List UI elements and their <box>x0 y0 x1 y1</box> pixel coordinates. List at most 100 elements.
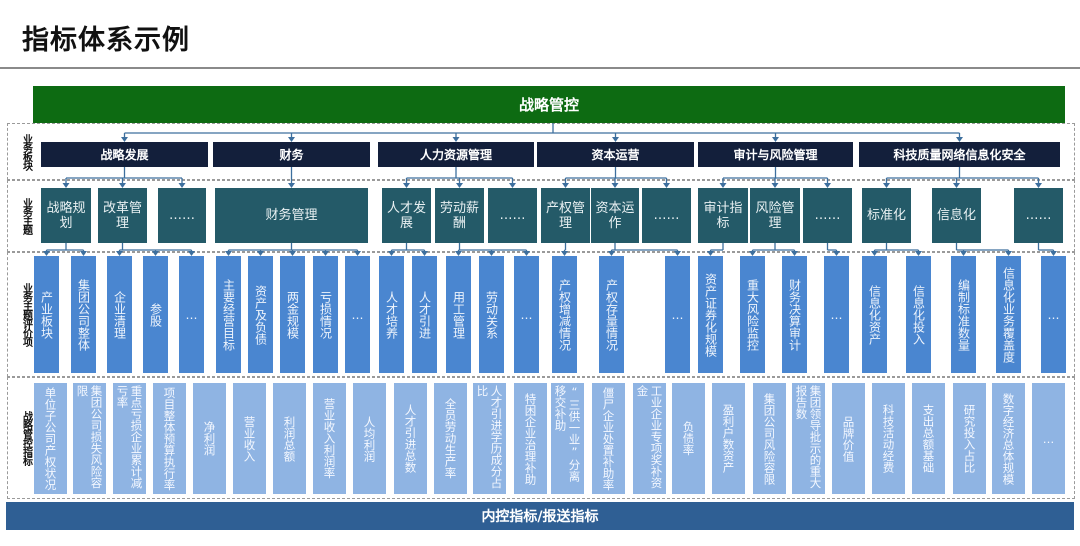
arrow-icon <box>288 137 295 142</box>
arrow-icon <box>62 183 70 188</box>
arrow-icon <box>257 251 264 256</box>
indicator-box: 品牌价值 <box>832 383 865 494</box>
evaluation-item: … <box>345 256 370 373</box>
arrow-icon <box>674 251 681 256</box>
theme-box: 财务管理 <box>215 188 368 243</box>
evaluation-item: 产权存量情况 <box>599 256 624 373</box>
theme-box: 信息化 <box>932 188 981 243</box>
arrow-icon <box>663 183 670 188</box>
arrow-icon <box>953 183 960 188</box>
indicator-box: 净利润 <box>193 383 226 494</box>
arrow-icon <box>188 251 195 256</box>
arrow-icon <box>611 183 619 188</box>
indicator-box: 盈利户数资产 <box>712 383 745 494</box>
evaluation-item: … <box>179 256 204 373</box>
row-frame-indicators <box>7 377 1075 499</box>
strategic-control-bar: 战略管控 <box>33 86 1065 123</box>
arrow-icon <box>488 251 495 256</box>
evaluation-item: 亏损情况 <box>313 256 338 373</box>
theme-box: 人才发展 <box>382 188 431 243</box>
theme-box: …… <box>1014 188 1063 243</box>
arrow-icon <box>116 251 123 256</box>
arrow-icon <box>1005 251 1012 256</box>
indicator-box: 僵尸企业处置补助率 <box>592 383 625 494</box>
evaluation-item: … <box>824 256 849 373</box>
arrow-icon <box>456 183 463 188</box>
evaluation-item: 信息化投入 <box>906 256 931 373</box>
theme-box: 产权管理 <box>541 188 590 243</box>
evaluation-item: 人才引进 <box>412 256 437 373</box>
arrow-icon <box>455 251 462 256</box>
arrow-icon <box>791 251 798 256</box>
arrow-icon <box>608 251 615 256</box>
indicator-box: 人才引进学历成分占比 <box>473 383 506 494</box>
indicator-box: … <box>1032 383 1065 494</box>
indicator-box: 数字经济总体规模 <box>992 383 1025 494</box>
arrow-icon <box>562 183 569 188</box>
arrow-icon <box>824 183 831 188</box>
theme-box: …… <box>642 188 691 243</box>
sector-box: 审计与风险管理 <box>698 142 853 167</box>
arrow-icon <box>612 137 619 142</box>
arrow-icon <box>152 251 159 256</box>
indicator-box: 集团公司风险容限 <box>753 383 786 494</box>
evaluation-item: 编制标准数量 <box>951 256 976 373</box>
evaluation-item: 用工管理 <box>446 256 471 373</box>
indicator-box: 重点亏损企业累计减亏率 <box>113 383 146 494</box>
arrow-icon <box>452 137 460 142</box>
row-label-indicators: 战略管控指标 <box>20 411 32 465</box>
arrow-icon <box>225 251 232 256</box>
arrow-icon <box>289 251 296 256</box>
indicator-box: 营业收入利润率 <box>313 383 346 494</box>
theme-box: 劳动薪酬 <box>435 188 484 243</box>
indicator-box: 支出总额基础 <box>912 383 945 494</box>
sector-box: 战略发展 <box>41 142 208 167</box>
evaluation-item: 资产及负债 <box>248 256 273 373</box>
page-title: 指标体系示例 <box>22 25 190 56</box>
evaluation-item: … <box>665 256 690 373</box>
arrow-icon <box>960 251 967 256</box>
indicator-box: 利润总额 <box>273 383 306 494</box>
evaluation-item: 参股 <box>143 256 168 373</box>
indicator-box: 项目整体预算执行率 <box>153 383 186 494</box>
arrow-icon <box>883 183 890 188</box>
theme-box: 改革管理 <box>98 188 147 243</box>
row-frame-evaluation <box>7 252 1075 377</box>
evaluation-item: 企业清理 <box>107 256 132 373</box>
evaluation-item: 人才培养 <box>379 256 404 373</box>
row-label-sectors: 业务板块 <box>20 133 32 170</box>
indicator-box: 研究投入占比 <box>953 383 986 494</box>
sector-box: 科技质量网络信息化安全 <box>859 142 1060 167</box>
arrow-icon <box>1035 183 1042 188</box>
arrow-icon <box>915 251 922 256</box>
arrow-icon <box>354 251 361 256</box>
row-frame-sectors <box>7 123 1075 180</box>
evaluation-item: 产权增减情况 <box>552 256 577 373</box>
indicator-box: 人均利润 <box>353 383 386 494</box>
arrow-icon <box>288 183 295 188</box>
evaluation-item: 信息化资产 <box>862 256 887 373</box>
arrow-icon <box>403 183 410 188</box>
indicator-box: 负债率 <box>672 383 705 494</box>
arrow-icon <box>561 251 568 256</box>
indicator-box: 集团公司损失风险容限 <box>73 383 106 494</box>
theme-box: 风险管理 <box>750 188 800 243</box>
theme-box: …… <box>158 188 206 243</box>
arrow-icon <box>833 251 840 256</box>
arrow-icon <box>121 137 128 142</box>
arrow-icon <box>43 251 50 256</box>
arrow-icon <box>80 251 87 256</box>
evaluation-item: 财务决算审计 <box>782 256 807 373</box>
theme-box: …… <box>803 188 852 243</box>
evaluation-item: … <box>1041 256 1066 373</box>
indicator-box: 科技活动经费 <box>872 383 905 494</box>
theme-box: 战略规划 <box>41 188 91 243</box>
arrow-icon <box>772 137 779 142</box>
evaluation-item: … <box>514 256 539 373</box>
indicator-box: 单位子公司产权状况 <box>34 383 67 494</box>
indicator-box: 人才引进总数 <box>394 383 427 494</box>
arrow-icon <box>178 183 186 188</box>
arrow-icon <box>523 251 530 256</box>
indicator-box: 集团领导批示的重大报告数 <box>792 383 825 494</box>
